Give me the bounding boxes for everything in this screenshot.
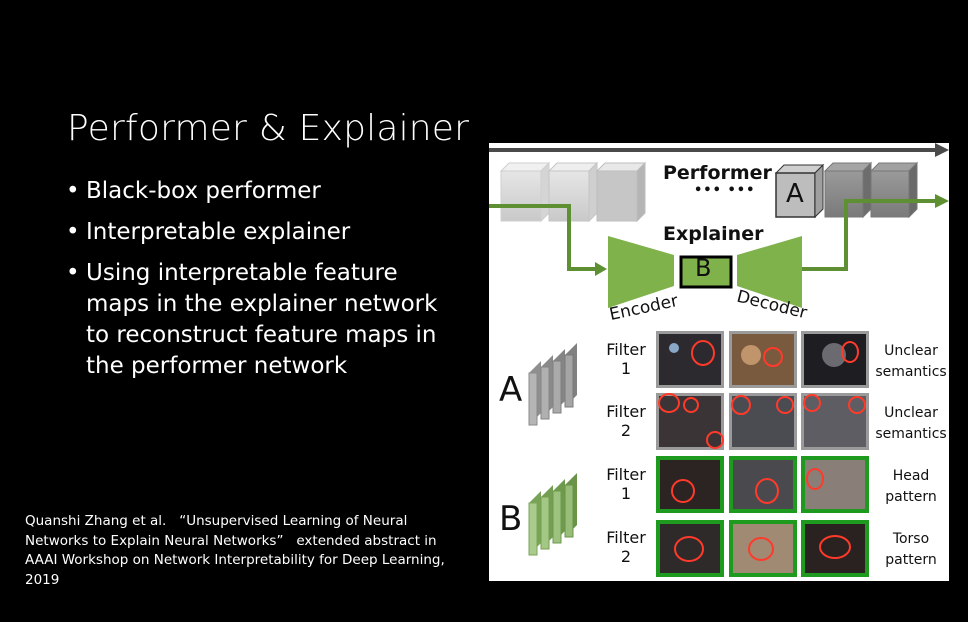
output-green-arrow <box>802 194 949 271</box>
layer-cube <box>499 161 551 223</box>
architecture-figure: Performer ••• ••• A Explainer B Encoder … <box>489 143 949 581</box>
filter-word: Filter <box>606 528 646 547</box>
performer-layers-left <box>499 161 647 223</box>
filter-word: Filter <box>606 402 646 421</box>
filter-label: Filter 1 <box>603 465 649 503</box>
row-description: Head pattern <box>873 466 949 508</box>
performer-layers-right <box>823 161 919 219</box>
row-description: Unclear semantics <box>873 403 949 445</box>
layer-b-letter: B <box>695 254 712 282</box>
bullet-item: Interpretable explainer <box>66 217 466 248</box>
encoder-block <box>608 236 674 308</box>
explainer-label: Explainer <box>663 223 764 245</box>
thumb-row-b2 <box>656 520 869 577</box>
thumb-row-a2 <box>656 393 869 450</box>
filter-number: 1 <box>620 484 632 503</box>
filter-label: Filter 2 <box>603 528 649 566</box>
layer-cube <box>595 161 647 223</box>
filter-number: 2 <box>620 421 632 440</box>
description-line: semantics <box>875 426 947 442</box>
explainer-layer-b <box>679 255 733 289</box>
ellipsis-dots: ••• ••• <box>694 183 756 198</box>
figure-graphics <box>489 143 949 577</box>
slide-title: Performer & Explainer <box>67 108 470 149</box>
performer-label: Performer <box>663 162 772 184</box>
layer-a-letter: A <box>786 179 804 209</box>
decoder-block <box>737 236 802 308</box>
citation-text: Quanshi Zhang et al. “Unsupervised Learn… <box>25 513 445 588</box>
bullet-item: Black-box performer <box>66 176 466 207</box>
group-b-label: B <box>499 499 523 539</box>
description-line: Unclear <box>884 405 938 421</box>
filter-word: Filter <box>606 340 646 359</box>
description-line: semantics <box>875 364 947 380</box>
description-line: pattern <box>885 489 937 505</box>
thumb-row-b1 <box>656 456 869 513</box>
row-description: Unclear semantics <box>873 341 949 383</box>
input-green-arrow <box>489 204 607 276</box>
filter-number: 1 <box>620 359 632 378</box>
layer-cube <box>869 161 919 219</box>
description-line: Torso <box>892 531 930 547</box>
group-a-label: A <box>499 370 523 410</box>
filter-label: Filter 2 <box>603 402 649 440</box>
bullet-list: Black-box performer Interpretable explai… <box>66 176 466 392</box>
description-line: Head <box>892 468 930 484</box>
thumb-row-a1 <box>656 331 869 388</box>
filter-label: Filter 1 <box>603 340 649 378</box>
filter-word: Filter <box>606 465 646 484</box>
description-line: pattern <box>885 552 937 568</box>
group-a-feature-stack <box>528 343 577 426</box>
row-description: Torso pattern <box>873 529 949 571</box>
description-line: Unclear <box>884 343 938 359</box>
filter-number: 2 <box>620 547 632 566</box>
performer-layer-a <box>774 163 825 219</box>
top-flow-arrow <box>489 143 949 157</box>
bullet-item: Using interpretable feature maps in the … <box>66 258 466 382</box>
group-b-feature-stack <box>528 473 577 556</box>
layer-cube <box>547 161 599 223</box>
